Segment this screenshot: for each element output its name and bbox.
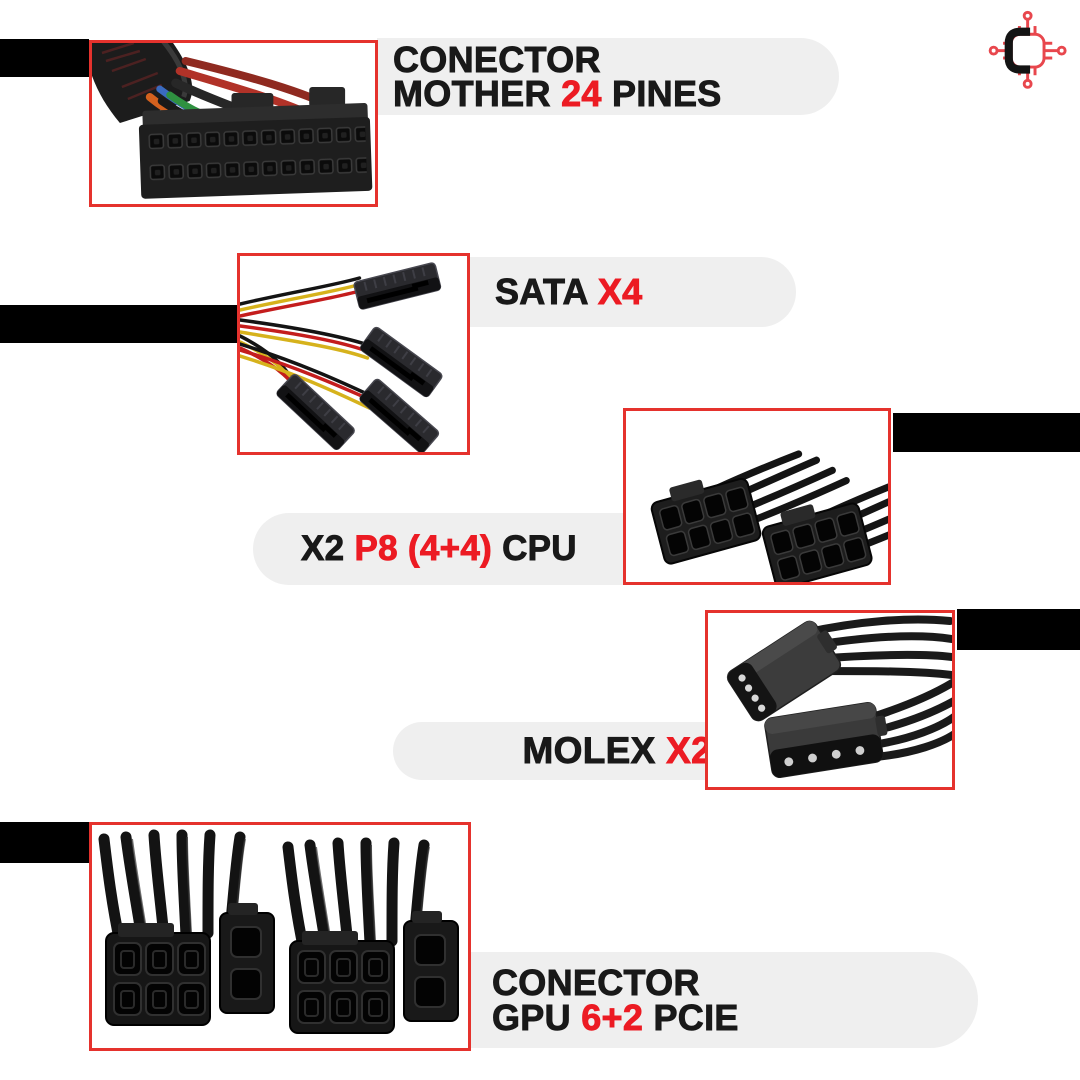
label-segment: X2 [301, 529, 355, 569]
label-molex: MOLEX X2 [393, 730, 712, 772]
label-segment: GPU [492, 997, 582, 1038]
label-gpu-line2: GPU 6+2 PCIE [492, 997, 978, 1038]
sata-illustration [240, 256, 467, 452]
image-box-molex-connectors [705, 610, 955, 790]
label-pill-gpu: CONECTOR GPU 6+2 PCIE [470, 952, 978, 1048]
label-segment-red: 6+2 [581, 997, 644, 1038]
image-box-p8-cpu-connectors [623, 408, 891, 585]
accent-bar-top-left [0, 39, 89, 77]
label-segment: CONECTOR [492, 962, 700, 1003]
accent-bar-right-molex [957, 609, 1080, 650]
gpu-pcie-illustration [92, 825, 468, 1048]
label-mother-24-line2: MOTHER 24 PINES [393, 75, 839, 112]
label-segment: MOLEX [522, 730, 667, 772]
image-box-gpu-pcie-connectors [89, 822, 471, 1051]
label-sata: SATA X4 [495, 271, 796, 313]
label-pill-p8-cpu: X2 P8 (4+4) CPU [253, 513, 648, 585]
label-segment: PINES [601, 72, 722, 114]
label-mother-24-line1: CONECTOR [393, 41, 839, 78]
label-segment: CPU [492, 529, 577, 569]
molex-illustration [726, 615, 952, 779]
image-box-sata-connectors [237, 253, 470, 455]
label-segment-red: 24 [561, 72, 602, 114]
label-segment: MOTHER [393, 72, 562, 114]
cpu-chip-icon [988, 10, 1067, 89]
accent-bar-right-p8 [893, 413, 1080, 452]
cpu-chip-logo [985, 8, 1067, 96]
label-segment-red: X2 [666, 730, 712, 772]
label-p8-cpu: X2 P8 (4+4) CPU [301, 529, 648, 569]
accent-bar-left-gpu [0, 822, 89, 863]
label-pill-molex: MOLEX X2 [393, 722, 727, 780]
label-segment-red: X4 [597, 271, 643, 313]
p8-cpu-illustration [626, 411, 888, 582]
label-pill-sata: SATA X4 [469, 257, 796, 327]
accent-bar-left-sata [0, 305, 237, 343]
label-segment: PCIE [643, 997, 739, 1038]
label-segment: CONECTOR [393, 38, 601, 80]
label-segment: SATA [495, 271, 598, 313]
image-box-mother-24-connector [89, 40, 378, 207]
mother-24-illustration [92, 43, 373, 199]
label-pill-mother-24: CONECTOR MOTHER 24 PINES [377, 38, 839, 115]
label-gpu-line1: CONECTOR [492, 962, 978, 1003]
label-segment-red: P8 (4+4) [354, 529, 493, 569]
